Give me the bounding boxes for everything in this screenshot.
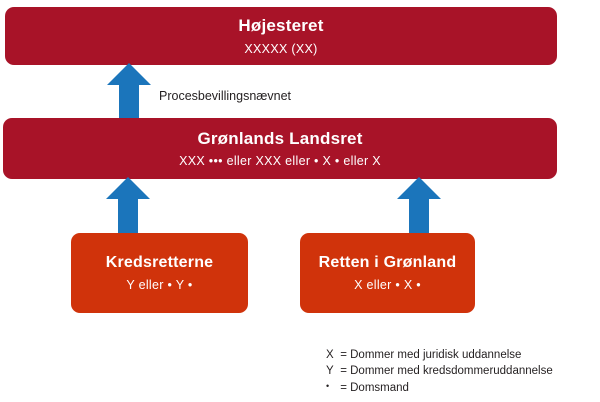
supreme-court-title: Højesteret	[238, 16, 324, 36]
legend: X = Dommer med juridisk uddannelse Y = D…	[326, 347, 553, 396]
district-courts-title: Kredsretterne	[105, 254, 214, 272]
legend-description: Domsmand	[350, 381, 409, 394]
legend-item: X = Dommer med juridisk uddannelse	[326, 347, 553, 363]
arrow-high-court-to-supreme-icon	[107, 63, 151, 121]
supreme-court-composition: XXXXX (XX)	[244, 41, 318, 56]
legend-separator: =	[340, 381, 347, 394]
legend-symbol-lay-judge-dot-icon: •	[326, 381, 330, 392]
legend-description: Dommer med kredsdommeruddannelse	[350, 365, 553, 378]
district-courts-box: Kredsretterne Y eller • Y •	[71, 233, 248, 313]
legend-item: • = Domsmand	[326, 380, 553, 396]
arrow-district-courts-to-high-court-icon	[106, 177, 150, 236]
court-of-greenland-box: Retten i Grønland X eller • X •	[300, 233, 475, 313]
legend-separator: =	[340, 349, 347, 361]
legend-item: Y = Dommer med kredsdommeruddannelse	[326, 363, 553, 379]
high-court-composition: XXX ••• eller XXX eller • X • eller X	[179, 153, 381, 168]
arrow-court-of-greenland-to-high-court-icon	[397, 177, 441, 236]
high-court-title: Grønlands Landsret	[197, 129, 363, 149]
court-of-greenland-title: Retten i Grønland	[318, 254, 457, 272]
court-of-greenland-composition: X eller • X •	[354, 277, 421, 292]
legend-symbol-y: Y	[326, 365, 334, 378]
appeal-permission-board-label: Procesbevillingsnævnet	[159, 89, 292, 103]
high-court-box: Grønlands Landsret XXX ••• eller XXX ell…	[3, 118, 557, 179]
legend-symbol-x: X	[326, 349, 334, 361]
supreme-court-box: Højesteret XXXXX (XX)	[5, 7, 557, 65]
legend-description: Dommer med juridisk uddannelse	[350, 349, 522, 361]
district-courts-composition: Y eller • Y •	[126, 277, 193, 292]
legend-separator: =	[340, 365, 347, 378]
